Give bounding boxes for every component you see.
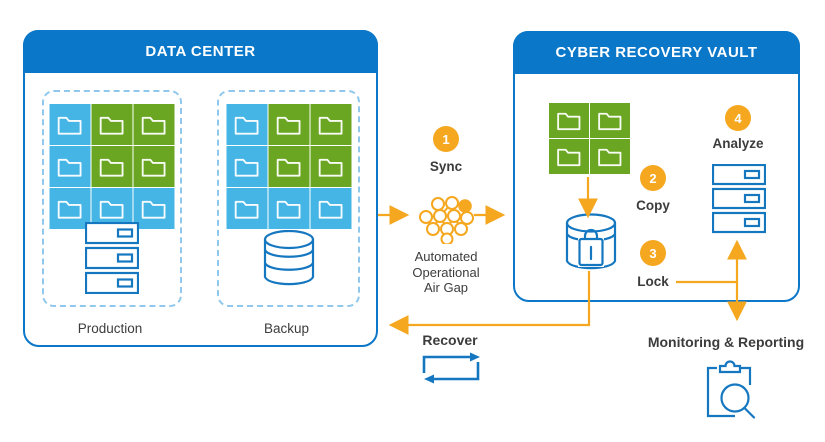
server-stack-icon <box>85 222 139 294</box>
blue-folder-tile <box>268 188 309 229</box>
step-3-label: Lock <box>637 274 669 289</box>
data-center-header: DATA CENTER <box>23 30 378 73</box>
step-1-badge: 1 <box>433 126 459 152</box>
production-folder-grid <box>49 104 175 229</box>
step-2-label: Copy <box>636 198 670 213</box>
green-folder-tile <box>268 146 309 187</box>
step-1-label: Sync <box>429 159 463 174</box>
production-zone <box>42 90 182 307</box>
green-folder-tile <box>310 146 351 187</box>
blue-folder-tile <box>133 188 175 229</box>
green-folder-tile <box>91 146 133 187</box>
step-3-number: 3 <box>649 245 657 261</box>
blue-folder-tile <box>226 104 267 145</box>
step-4-badge: 4 <box>725 105 751 131</box>
blue-folder-tile <box>226 146 267 187</box>
blue-folder-tile <box>49 188 91 229</box>
backup-folder-grid <box>226 104 351 229</box>
step-2-number: 2 <box>649 170 657 186</box>
step-2-badge: 2 <box>640 165 666 191</box>
cyber-recovery-vault-box: CYBER RECOVERY VAULT 2 Copy 3 Lock 4 Ana… <box>513 31 800 302</box>
vault-header: CYBER RECOVERY VAULT <box>513 31 800 74</box>
air-gap-network-icon <box>419 196 474 244</box>
vault-title: CYBER RECOVERY VAULT <box>555 44 758 61</box>
green-folder-tile <box>133 146 175 187</box>
production-label: Production <box>77 321 143 336</box>
green-folder-tile <box>310 104 351 145</box>
database-icon <box>263 230 314 286</box>
analyze-server-stack-icon <box>712 164 766 234</box>
blue-folder-tile <box>310 188 351 229</box>
green-folder-tile <box>590 103 630 138</box>
backup-label: Backup <box>263 321 310 336</box>
step-4-number: 4 <box>734 110 742 126</box>
step-4-label: Analyze <box>712 136 764 151</box>
green-folder-tile <box>590 139 630 174</box>
recover-label: Recover <box>422 332 478 348</box>
recover-loop-icon <box>422 352 480 384</box>
green-folder-tile <box>549 103 589 138</box>
step-1-number: 1 <box>442 131 450 147</box>
locked-database-icon <box>565 213 617 270</box>
step-3-badge: 3 <box>640 240 666 266</box>
blue-folder-tile <box>226 188 267 229</box>
data-center-title: DATA CENTER <box>145 43 256 60</box>
monitoring-reporting-label: Monitoring & Reporting <box>647 334 805 350</box>
data-center-box: DATA CENTER Production <box>23 30 378 347</box>
green-folder-tile <box>133 104 175 145</box>
green-folder-tile <box>549 139 589 174</box>
air-gap-caption: Automated Operational Air Gap <box>412 249 480 295</box>
blue-folder-tile <box>49 146 91 187</box>
green-folder-tile <box>91 104 133 145</box>
vault-folder-grid <box>549 103 630 174</box>
monitoring-report-icon <box>706 360 756 419</box>
green-folder-tile <box>268 104 309 145</box>
backup-zone <box>217 90 360 307</box>
blue-folder-tile <box>49 104 91 145</box>
